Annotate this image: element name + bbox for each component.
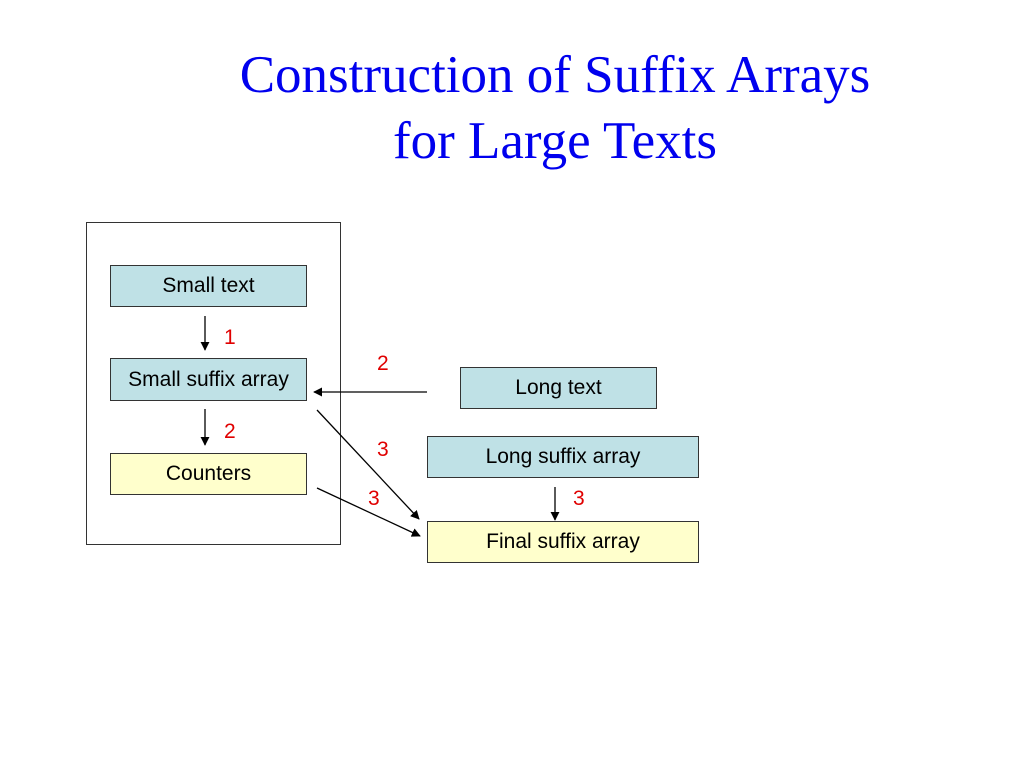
arrow-small-suffix-to-final: [316, 409, 420, 520]
step-label-3-long-suffix: 3: [573, 487, 585, 510]
small-text-frame: [86, 222, 341, 545]
final-suffix-array-box: Final suffix array: [427, 521, 699, 563]
long-text-box: Long text: [460, 367, 657, 409]
long-suffix-array-label: Long suffix array: [485, 445, 641, 468]
step-label-3-counters: 3: [368, 487, 380, 510]
counters-label: Counters: [165, 462, 252, 485]
small-text-box: Small text: [110, 265, 307, 307]
final-suffix-array-label: Final suffix array: [486, 530, 640, 553]
long-text-label: Long text: [515, 376, 602, 399]
step-label-2-counters: 2: [224, 420, 236, 443]
small-suffix-array-label: Small suffix array: [128, 367, 289, 391]
arrow-counters-to-final: [316, 487, 421, 537]
title-line-1: Construction of Suffix Arrays: [239, 46, 871, 104]
small-suffix-array-box: Small suffix array: [110, 358, 307, 401]
long-suffix-array-box: Long suffix array: [427, 436, 699, 478]
step-label-2-long-text: 2: [377, 352, 389, 375]
step-label-1: 1: [224, 326, 236, 349]
small-text-label: Small text: [162, 274, 255, 297]
title-line-2: for Large Texts: [392, 112, 717, 170]
slide-title: Construction of Suffix Arrays for Large …: [100, 42, 1010, 174]
counters-box: Counters: [110, 453, 307, 495]
step-label-3-small-suffix: 3: [377, 438, 389, 461]
